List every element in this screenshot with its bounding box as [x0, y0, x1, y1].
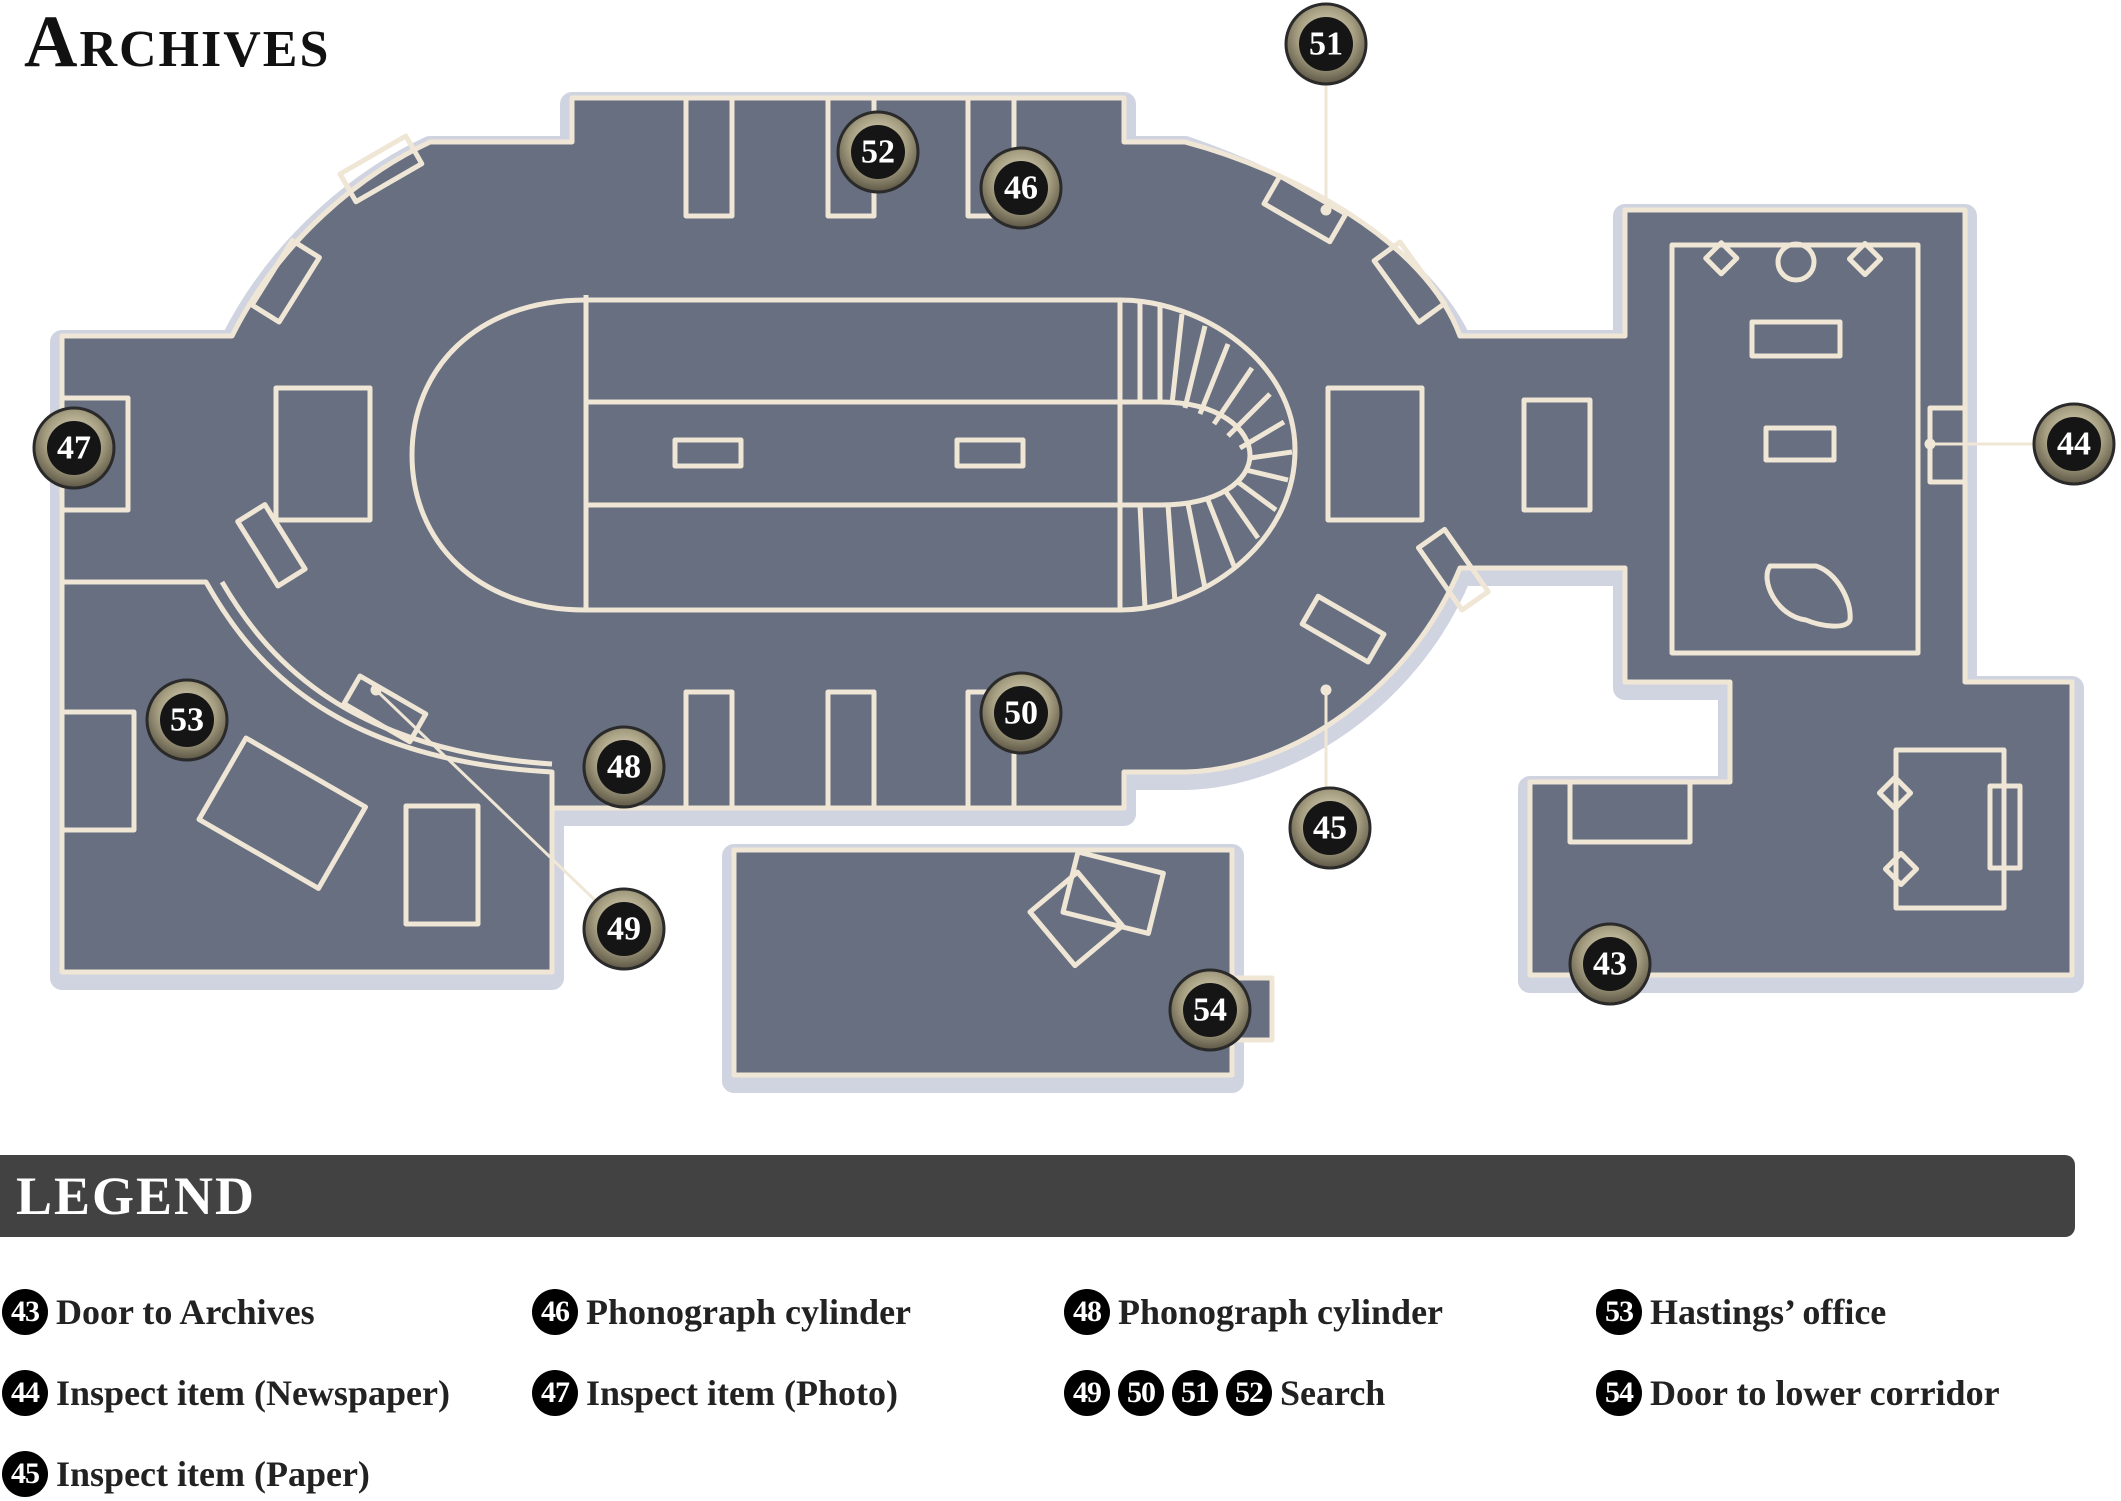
legend-badge-46: 46 [532, 1289, 578, 1335]
map-markers: 43 44 45 46 47 48 49 [32, 2, 2116, 1052]
legend-badge-47: 47 [532, 1370, 578, 1416]
legend-item-46: 46 Phonograph cylinder [532, 1285, 911, 1339]
marker-49[interactable]: 49 [582, 887, 666, 971]
marker-49-label: 49 [607, 911, 641, 948]
legend-item-54: 54 Door to lower corridor [1596, 1366, 2000, 1420]
marker-48[interactable]: 48 [582, 725, 666, 809]
marker-45[interactable]: 45 [1288, 786, 1372, 870]
legend-label-48: Phonograph cylinder [1118, 1292, 1444, 1332]
legend-badge-50: 50 [1118, 1370, 1164, 1416]
legend-label-search: Search [1280, 1373, 1386, 1413]
marker-46-label: 46 [1004, 170, 1038, 207]
marker-47-label: 47 [57, 430, 91, 467]
legend-item-45: 45 Inspect item (Paper) [2, 1447, 370, 1501]
marker-54-label: 54 [1193, 992, 1227, 1029]
marker-53[interactable]: 53 [145, 678, 229, 762]
legend-badge-52: 52 [1226, 1370, 1272, 1416]
legend-badge-43: 43 [2, 1289, 48, 1335]
legend-header: LEGEND [0, 1155, 2075, 1237]
lower-room [731, 847, 1235, 1078]
marker-50[interactable]: 50 [979, 671, 1063, 755]
spiral-stairs [1137, 302, 1293, 609]
central-platform [409, 297, 1298, 613]
rooms [59, 95, 2075, 1078]
legend-badge-45: 45 [2, 1451, 48, 1497]
marker-51[interactable]: 51 [1284, 2, 1368, 86]
marker-44-label: 44 [2057, 426, 2091, 463]
legend-badge-49: 49 [1064, 1370, 1110, 1416]
legend-label-43: Door to Archives [56, 1292, 315, 1332]
legend-label-45: Inspect item (Paper) [56, 1454, 370, 1494]
legend-badge-54: 54 [1596, 1370, 1642, 1416]
legend-badge-53: 53 [1596, 1289, 1642, 1335]
marker-54[interactable]: 54 [1168, 968, 1252, 1052]
marker-51-label: 51 [1309, 26, 1343, 63]
legend-item-search: 49 50 51 52 Search [1064, 1366, 1385, 1420]
legend-item-43: 43 Door to Archives [2, 1285, 315, 1339]
legend-title: LEGEND [16, 1166, 257, 1226]
floor-plan-map: 43 44 45 46 47 48 49 [32, 2, 2116, 1093]
marker-43[interactable]: 43 [1568, 922, 1652, 1006]
marker-50-label: 50 [1004, 695, 1038, 732]
marker-44[interactable]: 44 [2032, 402, 2116, 486]
legend-badge-44: 44 [2, 1370, 48, 1416]
main-hall [59, 95, 2075, 978]
legend-label-54: Door to lower corridor [1650, 1373, 2000, 1413]
legend-label-46: Phonograph cylinder [586, 1292, 912, 1332]
legend-item-53: 53 Hastings’ office [1596, 1285, 1886, 1339]
marker-52-label: 52 [861, 134, 895, 171]
marker-46[interactable]: 46 [979, 146, 1063, 230]
legend-item-47: 47 Inspect item (Photo) [532, 1366, 898, 1420]
legend-badge-51: 51 [1172, 1370, 1218, 1416]
marker-45-label: 45 [1313, 810, 1347, 847]
legend-label-53: Hastings’ office [1650, 1292, 1887, 1332]
map-title: Archives [24, 1, 331, 83]
marker-53-label: 53 [170, 702, 204, 739]
marker-43-label: 43 [1593, 946, 1627, 983]
legend-badge-48: 48 [1064, 1289, 1110, 1335]
legend-item-48: 48 Phonograph cylinder [1064, 1285, 1443, 1339]
legend-label-47: Inspect item (Photo) [586, 1373, 898, 1413]
legend-label-44: Inspect item (Newspaper) [56, 1373, 450, 1413]
marker-48-label: 48 [607, 749, 641, 786]
marker-52[interactable]: 52 [836, 110, 920, 194]
marker-47[interactable]: 47 [32, 406, 116, 490]
legend-item-44: 44 Inspect item (Newspaper) [2, 1366, 450, 1420]
